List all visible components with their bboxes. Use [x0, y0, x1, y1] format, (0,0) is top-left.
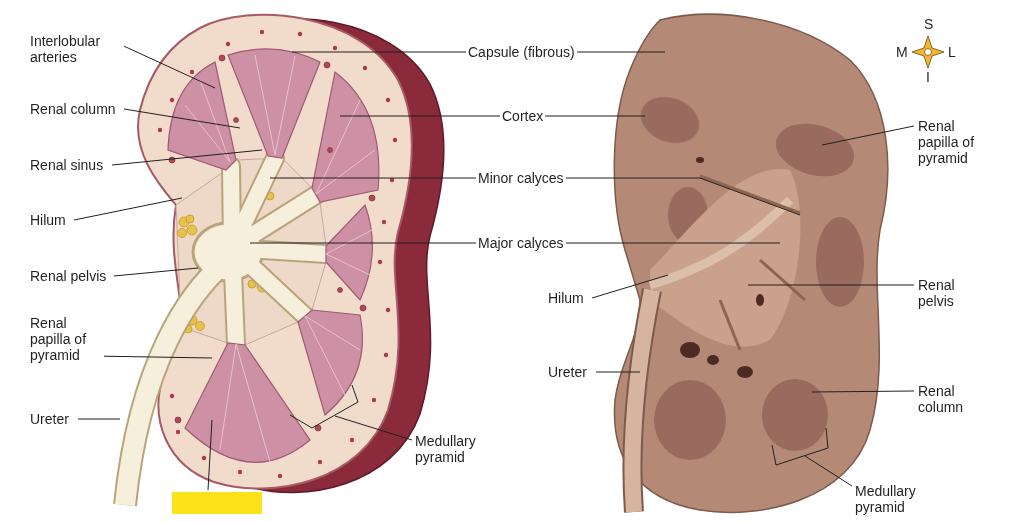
compass-letter: M	[894, 44, 910, 60]
part-label: Hilum	[28, 212, 68, 228]
compass-symbol	[912, 36, 944, 68]
part-label: Renal pelvis	[28, 268, 108, 284]
compass-letter: S	[922, 16, 935, 32]
calyx-photo	[700, 176, 805, 350]
part-label: Ureter	[546, 364, 589, 380]
part-label: Cortex	[500, 108, 545, 124]
kidney-section	[614, 14, 887, 512]
cover-box	[172, 492, 262, 514]
right-kidney	[614, 14, 887, 512]
part-label: Ureter	[28, 411, 71, 427]
compass-letter: L	[946, 44, 958, 60]
medullary-pyramid	[168, 49, 379, 462]
ureter-photo	[632, 290, 652, 512]
part-label: Renal papilla of pyramid	[916, 118, 998, 166]
ureter-photo	[632, 290, 652, 512]
part-label: Major calyces	[476, 235, 566, 251]
part-label: Medullary pyramid	[853, 483, 939, 515]
renal-sinus-photo	[650, 169, 800, 346]
vessel-photo	[680, 157, 764, 378]
renal-pelvis	[125, 158, 326, 505]
part-label: Renal column	[28, 101, 118, 117]
part-label: Hilum	[546, 290, 586, 306]
interlobular-artery	[158, 30, 397, 478]
part-label: Medullary pyramid	[413, 433, 499, 465]
part-label: Renal sinus	[28, 157, 105, 173]
leader-line	[74, 42, 914, 490]
medullary-pyramid-photo	[634, 89, 864, 460]
part-label: Interlobular arteries	[28, 33, 124, 65]
part-label: Renal pelvis	[916, 277, 976, 309]
part-label: Capsule (fibrous)	[466, 44, 577, 60]
part-label: Renal papilla of pyramid	[28, 315, 104, 363]
part-label: Minor calyces	[476, 170, 566, 186]
left-kidney	[125, 15, 444, 505]
compass-letter: I	[924, 69, 932, 85]
part-label: Renal column	[916, 383, 982, 415]
kidney-cortex	[138, 15, 412, 489]
